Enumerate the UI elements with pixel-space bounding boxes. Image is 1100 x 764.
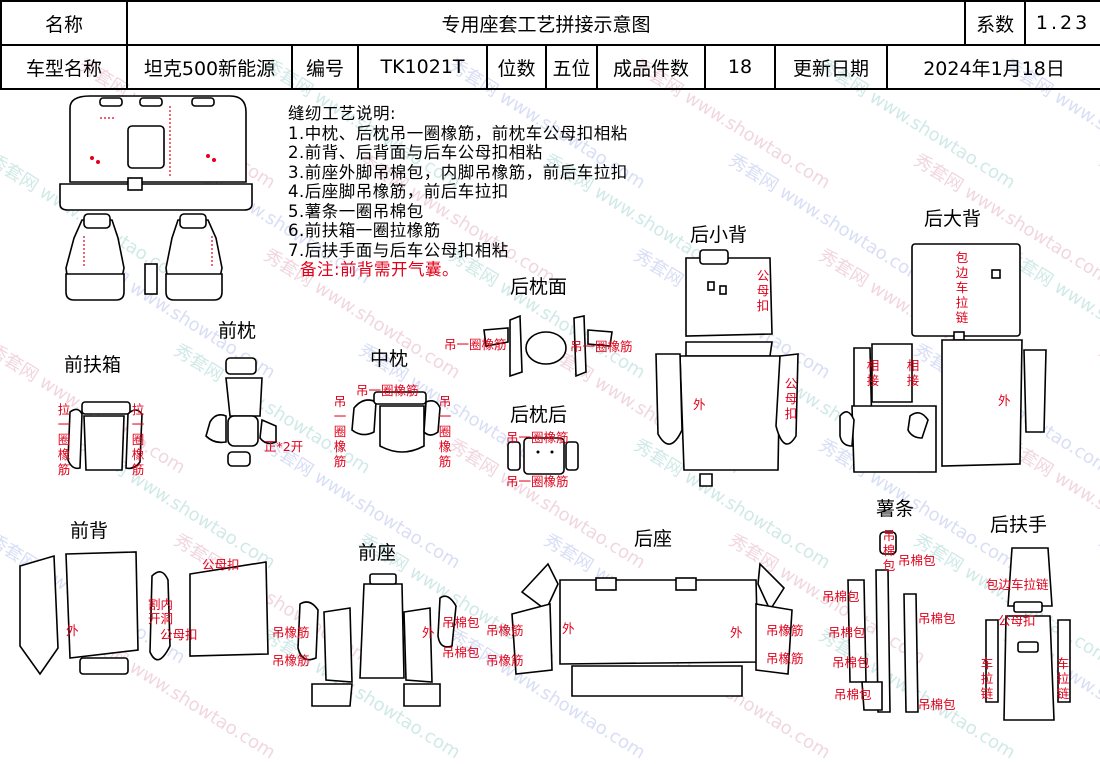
notes-item-2: 2.前背、后背面与后车公母扣相粘 (288, 143, 543, 162)
title-rear-big-back: 后大背 (924, 208, 982, 230)
seats-value: 五位 (545, 44, 598, 90)
notes-remark: 备注:前背需开气囊。 (300, 260, 460, 279)
label-small-back-snap-top: 公母扣 (756, 268, 770, 313)
label-armrest-zipper-top: 包边车拉链 (986, 577, 1049, 592)
fries-pattern (847, 531, 919, 713)
pieces-label: 成品件数 (596, 44, 706, 90)
title-rear-pillow-back: 后枕后 (510, 404, 568, 426)
notes-item-3: 3.前座外脚吊棉包，内脚吊橡筋，前后车拉扣 (288, 162, 628, 182)
label-mid-hang-right: 吊一圈橡筋 (438, 394, 452, 469)
label-front-seat-cotton-1: 吊棉包 (442, 615, 480, 630)
header-table: 名称 专用座套工艺拼接示意图 系数 1.23 车型名称 坦克500新能源 编号 … (0, 0, 1100, 90)
rear-pillow-back-pattern (507, 437, 579, 475)
title-rear-seat: 后座 (634, 528, 673, 550)
label-rear-seat-elastic-1: 吊橡筋 (486, 623, 524, 638)
mid-pillow-pattern (351, 391, 441, 453)
label-fries-cotton-1: 吊棉包 (898, 553, 936, 568)
rear-armrest-pattern (985, 547, 1071, 721)
rear-small-back-pattern (655, 249, 799, 487)
label-fries-cotton-2: 吊棉包 (822, 589, 860, 604)
notes-item-4: 4.后座脚吊橡筋，前后车拉扣 (288, 182, 509, 201)
notes-item-5: 5.薯条一圈吊棉包 (288, 201, 424, 221)
label-mid-hang-top: 吊一圈橡筋 (356, 383, 419, 398)
label-airbag-cut: 割内开洞 (148, 597, 174, 626)
title-front-armbox: 前扶箱 (64, 354, 122, 376)
label-small-back-snap: 公母扣 (784, 376, 798, 421)
label-fries-cotton-3: 吊棉包 (918, 611, 956, 626)
label-mid-hang-left: 吊一圈橡筋 (333, 394, 347, 469)
coef-label: 系数 (964, 0, 1027, 46)
title-rear-armrest: 后扶手 (990, 514, 1048, 536)
label-armrest-zipper-left: 车拉链 (980, 656, 994, 701)
title-mid-pillow: 中枕 (370, 348, 409, 370)
label-big-back-outer: 外 (998, 393, 1011, 408)
front-seats-overview-icon (65, 213, 223, 301)
notes-item-7: 7.后扶手面与后车公母扣相粘 (288, 240, 509, 260)
label-face-hang-right: 吊一圈橡筋 (570, 339, 633, 354)
label-rear-seat-elastic-2: 吊橡筋 (486, 653, 524, 668)
label-fries-cotton-6: 吊棉包 (834, 687, 872, 702)
label-front-back-snap-top: 公母扣 (202, 557, 240, 572)
label-back-hang-top: 吊一圈橡筋 (506, 430, 569, 445)
title-front-back: 前背 (70, 520, 109, 542)
code-label: 编号 (291, 44, 359, 90)
sheet-title: 专用座套工艺拼接示意图 (125, 0, 967, 46)
label-fries-cotton-5: 吊棉包 (832, 655, 870, 670)
title-fries: 薯条 (876, 498, 915, 520)
label-small-back-outer: 外 (693, 397, 706, 412)
label-fries-cotton-7: 吊棉包 (918, 697, 956, 712)
label-armrest-snap: 公母扣 (998, 613, 1036, 628)
label-front-seat-elastic-2: 吊橡筋 (272, 653, 310, 668)
label-front-seat-elastic-1: 吊橡筋 (272, 625, 310, 640)
front-armbox-pattern (67, 401, 143, 471)
label-big-back-joint-left: 相接 (866, 358, 880, 388)
title-front-pillow: 前枕 (218, 320, 257, 342)
pieces-value: 18 (704, 44, 776, 90)
label-rear-seat-outer-left: 外 (562, 621, 575, 636)
front-pillow-pattern (205, 357, 277, 467)
title-rear-small-back: 后小背 (690, 224, 748, 246)
notes-item-1: 1.中枕、后枕吊一圈橡筋，前枕车公母扣相粘 (288, 123, 628, 143)
label-armrest-zipper-right: 车拉链 (1056, 656, 1070, 701)
rear-bench-overview-icon (59, 95, 253, 211)
pattern-drawings (19, 95, 1071, 721)
sewing-notes: 缝纫工艺说明: 1.中枕、后枕吊一圈橡筋，前枕车公母扣相粘 2.前背、后背面与后… (288, 104, 628, 280)
title-front-seat: 前座 (358, 542, 397, 564)
label-fries-cotton-top: 吊棉包 (882, 528, 896, 573)
model-value: 坦克500新能源 (126, 44, 293, 90)
notes-item-6: 6.前扶箱一圈拉橡筋 (288, 221, 441, 240)
model-label: 车型名称 (0, 44, 128, 90)
label-rear-seat-elastic-4: 吊橡筋 (766, 651, 804, 666)
label-fries-cotton-4: 吊棉包 (828, 625, 866, 640)
label-front-seat-cotton-2: 吊棉包 (442, 645, 480, 660)
title-rear-pillow-face: 后枕面 (510, 276, 568, 298)
label-front-back-snap: 公母扣 (160, 627, 198, 642)
code-value: TK1021T (357, 44, 488, 90)
rear-pillow-face-pattern (483, 314, 613, 378)
label-front-back-outer: 外 (66, 623, 79, 638)
coef-value: 1.23 (1024, 0, 1100, 46)
label-armbox-pull-left: 拉一圈橡筋 (57, 402, 71, 477)
date-label: 更新日期 (774, 44, 888, 90)
seats-label: 位数 (486, 44, 547, 90)
label-back-hang-bottom: 吊一圈橡筋 (506, 474, 569, 489)
label-rear-seat-elastic-3: 吊橡筋 (766, 623, 804, 638)
label-big-back-zipper: 包边车拉链 (955, 250, 969, 325)
notes-title: 缝纫工艺说明: (288, 104, 397, 123)
front-back-pattern (19, 551, 269, 676)
label-big-back-joint-right: 相接 (906, 358, 920, 388)
name-label: 名称 (0, 0, 128, 46)
label-face-hang-left: 吊一圈橡筋 (444, 337, 507, 352)
label-armbox-pull-right: 拉一圈橡筋 (131, 402, 145, 477)
rear-seat-pattern (511, 562, 793, 697)
rear-big-back-pattern (839, 243, 1047, 473)
label-front-seat-outer: 外 (422, 625, 435, 640)
label-two-open: 正*2开 (264, 439, 304, 454)
date-value: 2024年1月18日 (885, 44, 1100, 90)
front-seat-pattern (297, 573, 457, 707)
label-rear-seat-outer-right: 外 (730, 625, 743, 640)
